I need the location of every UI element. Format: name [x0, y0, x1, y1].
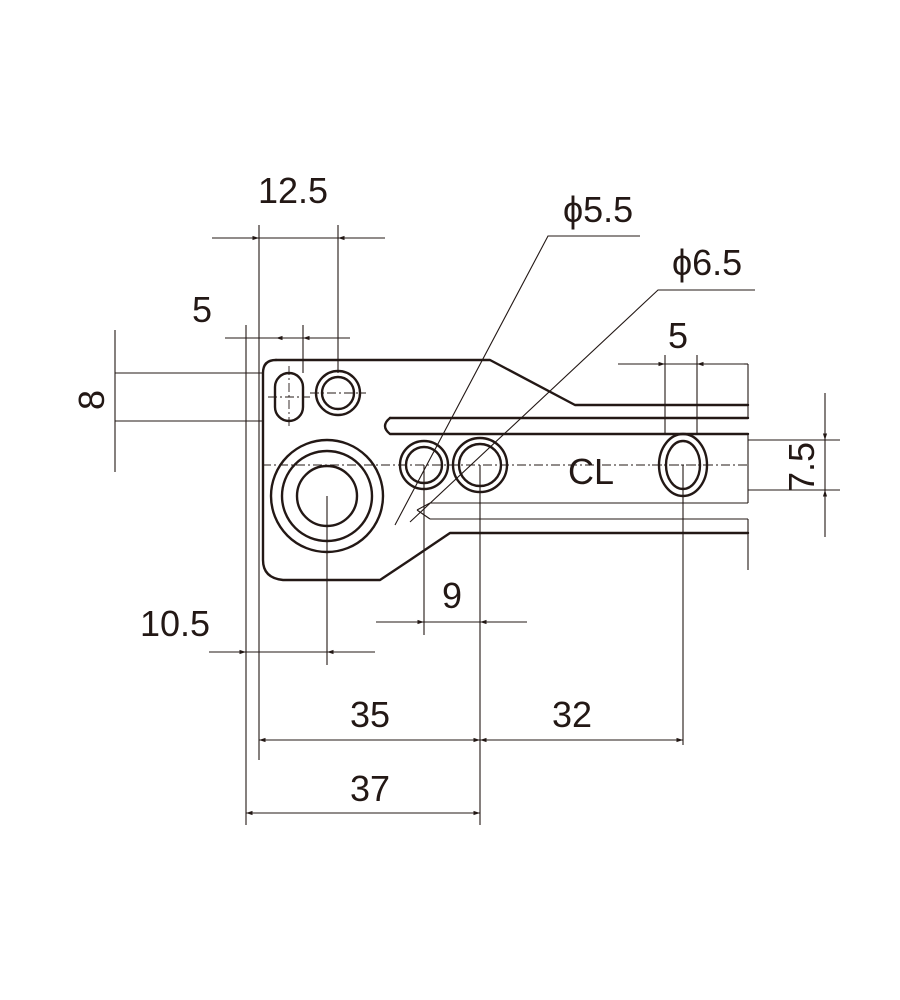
dim-37-label: 37 — [350, 768, 390, 809]
dim-right-slot-width-label: 5 — [668, 315, 688, 356]
dim-top-slot-width-label: 5 — [192, 289, 212, 330]
top-left-slot — [268, 366, 310, 428]
dim-slot-height-label: 8 — [71, 390, 112, 410]
dim-right-slot-width — [618, 361, 749, 405]
dia-5-5-label: ϕ5.5 — [563, 189, 633, 230]
dim-10-5-label: 10.5 — [140, 603, 210, 644]
extension-lines — [115, 225, 840, 825]
dim-7-5-label: 7.5 — [781, 442, 822, 492]
leader-dia-5-5 — [394, 235, 640, 526]
dim-9-label: 9 — [442, 575, 462, 616]
leader-dia-6-5 — [409, 289, 755, 523]
slide-rail-lines — [383, 405, 750, 570]
dim-35-label: 35 — [350, 694, 390, 735]
dim-12-5-label: 12.5 — [258, 170, 328, 211]
dim-32-label: 32 — [552, 694, 592, 735]
centerline-label: CL — [568, 451, 614, 492]
dia-6-5-label: ϕ6.5 — [672, 242, 742, 283]
bracket-outline — [261, 358, 750, 582]
top-round-hole — [310, 369, 366, 417]
